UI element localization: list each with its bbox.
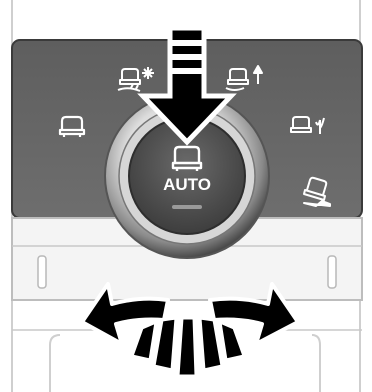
auto-label: AUTO xyxy=(163,175,211,194)
auto-indicator-light xyxy=(172,205,202,209)
rotation-rays xyxy=(132,318,244,376)
button-slot-right xyxy=(328,256,336,288)
button-slot-left xyxy=(38,256,46,288)
